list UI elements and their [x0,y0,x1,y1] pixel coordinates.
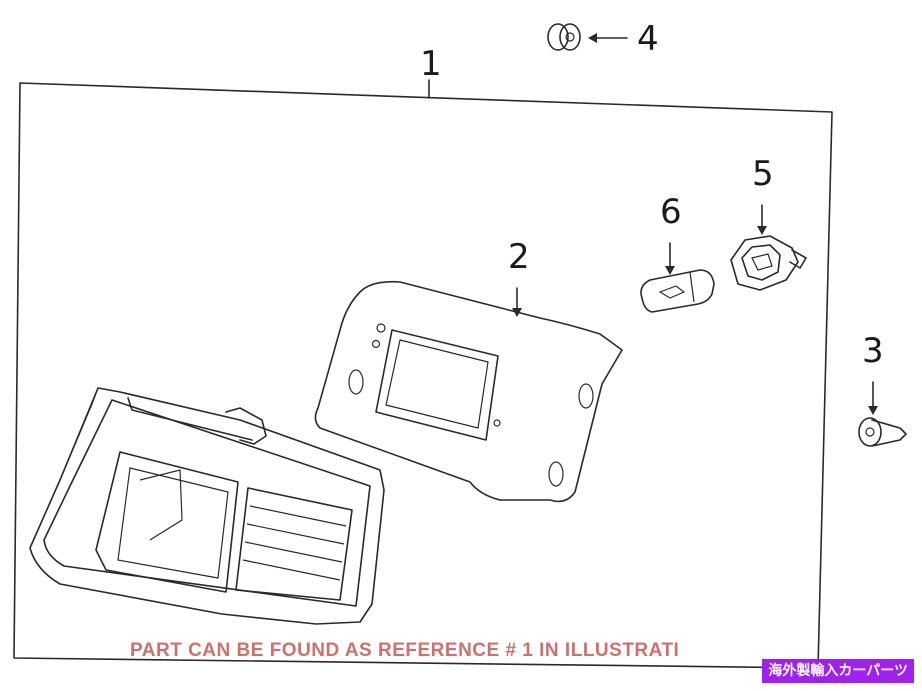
part-4-bolt [547,23,581,51]
lamp-housing [29,387,385,625]
part-6-bulb [640,269,715,313]
callout-5-arrowhead [757,226,767,235]
callout-3-arrowhead [868,406,878,415]
callout-4-arrowhead [588,33,597,43]
watermark-badge: 海外製輸入カーパーツ [762,659,914,683]
part-5-socket [730,235,807,291]
callout-5: 5 [752,154,774,194]
assembly-frame [13,82,833,669]
part-3-clip [858,417,907,447]
callout-1: 1 [420,44,442,84]
callout-6: 6 [660,192,682,232]
callout-6-arrowhead [665,266,675,275]
callout-3: 3 [862,331,884,371]
callout-4: 4 [637,19,659,59]
reference-note: PART CAN BE FOUND AS REFERENCE # 1 IN IL… [130,640,679,661]
part-2-bracket [314,280,623,503]
callout-2: 2 [508,237,530,277]
